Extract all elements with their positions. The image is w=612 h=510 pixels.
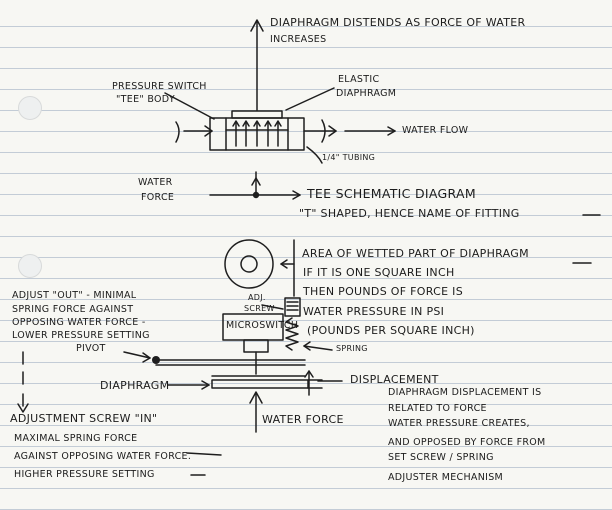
adjust-out-line: LOWER PRESSURE SETTING [12,330,150,341]
pivot-label: PIVOT [76,343,106,354]
distend-arrow [250,19,264,111]
area-note-line: IF IT IS ONE SQUARE INCH [303,266,455,279]
adjust-out-line: SPRING FORCE AGAINST [12,304,134,315]
adjust-out-line: OPPOSING WATER FORCE - [12,317,146,328]
tee-schematic [209,171,301,200]
water-force-arrow [249,391,263,433]
force-label: FORCE [141,192,175,203]
displacement-note-line: RELATED TO FORCE [388,403,487,414]
tubing-label: 1/4" TUBING [322,153,376,162]
elastic-label: ELASTIC [338,74,380,85]
top-note-line2: INCREASES [270,34,327,45]
area-note-line: WATER PRESSURE IN PSI [303,305,445,318]
microswitch-label: MICROSWITCH [226,320,299,331]
adjust-out-line: ADJUST "OUT" - MINIMAL [12,290,137,301]
pressure-switch-label: PRESSURE SWITCH [112,81,207,92]
displacement-note-line: ADJUSTER MECHANISM [388,472,504,483]
area-note-line: THEN POUNDS OF FORCE IS [303,285,464,298]
binder-hole-middle [18,254,42,278]
area-note-line: AREA OF WETTED PART OF DIAPHRAGM [302,247,529,260]
spring-label: SPRING [336,344,368,353]
displacement-marker [304,370,343,396]
displacement-label: DISPLACEMENT [350,373,439,386]
tee-schematic-title: TEE SCHEMATIC DIAGRAM [307,186,476,201]
displacement-note-line: AND OPPOSED BY FORCE FROM [388,437,546,448]
displacement-note-line: WATER PRESSURE CREATES, [388,418,530,429]
binder-hole-top [18,96,42,120]
adj-screw-label: ADJ. [248,293,266,302]
tee-schematic-note: "T" SHAPED, HENCE NAME OF FITTING [299,207,520,220]
water-flow-label: WATER FLOW [402,125,469,136]
tee-body-label: "TEE" BODY [116,94,175,105]
diaphragm-top-label: DIAPHRAGM [336,88,397,99]
tee-body [175,110,396,151]
water-force-label: WATER [138,177,173,188]
adjust-in-line: ADJUSTMENT SCREW "IN" [10,412,158,425]
adjust-in-line: MAXIMAL SPRING FORCE [14,433,138,444]
screw-label: SCREW [244,304,275,313]
water-force-bottom-label: WATER FORCE [262,413,344,426]
area-note-line: (POUNDS PER SQUARE INCH) [307,324,475,337]
displacement-note-line: DIAPHRAGM DISPLACEMENT IS [388,387,542,398]
adjust-in-line: HIGHER PRESSURE SETTING [14,469,155,480]
displacement-note-line: SET SCREW / SPRING [388,452,494,463]
switch-mechanism [152,297,323,389]
diaphragm-label: DIAPHRAGM [100,379,170,392]
adjust-in-line: AGAINST OPPOSING WATER FORCE. [14,451,192,462]
top-note-line1: DIAPHRAGM DISTENDS AS FORCE OF WATER [270,16,526,29]
diaphragm-area-circle [224,239,295,297]
